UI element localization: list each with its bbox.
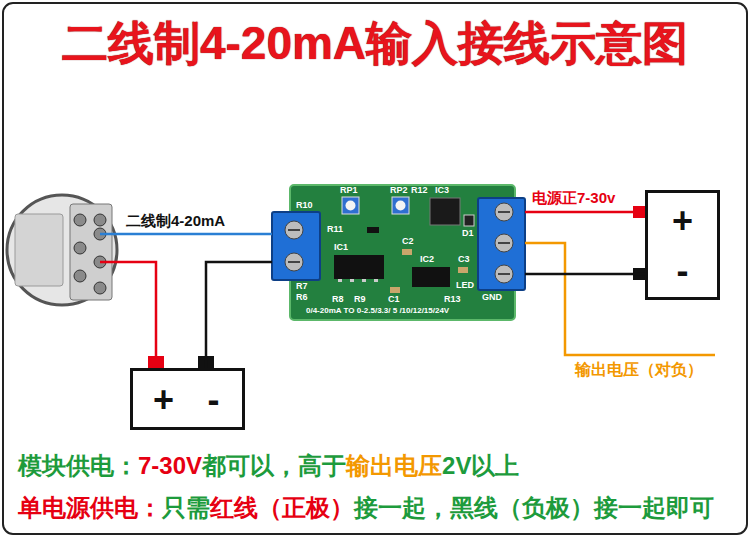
note-text: 2V以上 xyxy=(442,452,519,479)
ic-pin xyxy=(374,279,378,282)
screw-slot xyxy=(498,242,510,244)
note-text: 模块供电： xyxy=(18,452,138,479)
note-line: 单电源供电：只需红线（正极）接一起，黑线（负极）接一起即可 xyxy=(18,494,714,523)
silkscreen-ref: C1 xyxy=(388,295,400,304)
battery-positive-post xyxy=(148,356,164,368)
silkscreen-text: 0/4-20mA TO 0-2.5/3.3/ 5 /10/12/15/24V xyxy=(306,307,449,315)
screw-slot xyxy=(498,273,510,275)
silkscreen-ref: IC3 xyxy=(435,186,449,195)
wire-label: 二线制4-20mA xyxy=(126,212,225,229)
transmitter-housing xyxy=(7,195,117,305)
silkscreen-ref: R6 xyxy=(296,293,308,302)
potentiometer-knob xyxy=(396,201,406,211)
output-terminal-block xyxy=(478,198,525,290)
silkscreen-ref: RP1 xyxy=(340,186,358,195)
ic-chip xyxy=(334,255,384,279)
capacitor xyxy=(458,267,468,273)
screw-slot xyxy=(288,229,300,231)
ic-pin xyxy=(350,279,354,282)
silkscreen-ref: R13 xyxy=(444,295,461,304)
note-text: 单电源供电： xyxy=(18,494,162,521)
page-frame xyxy=(3,3,747,534)
minus-sign: - xyxy=(191,382,236,418)
signal-wire xyxy=(100,233,272,236)
potentiometer xyxy=(392,197,409,214)
plus-sign: + xyxy=(648,203,717,239)
wire-label: 电源正7-30v xyxy=(532,189,615,206)
input-terminal-block xyxy=(272,212,320,280)
minus-sign: - xyxy=(648,253,717,289)
screw xyxy=(74,242,86,254)
supply-negative-wire xyxy=(525,273,645,276)
plus-sign: + xyxy=(141,382,186,418)
converter-board-art xyxy=(272,185,525,320)
transmitter-head xyxy=(7,195,117,305)
supply-positive-wire xyxy=(525,211,645,214)
silkscreen-ref: IC1 xyxy=(334,243,348,252)
diode xyxy=(464,215,474,226)
screw xyxy=(94,282,106,294)
capacitor xyxy=(390,287,400,293)
screw xyxy=(285,253,303,271)
silkscreen-ref: R11 xyxy=(327,225,343,234)
note-text: 都可以，高于 xyxy=(202,452,346,479)
capacitor xyxy=(402,249,412,255)
silkscreen-ref: C2 xyxy=(402,237,414,246)
silkscreen-ref: R9 xyxy=(354,295,366,304)
silkscreen-ref: RP2 xyxy=(390,186,408,195)
output-label: 输出电压（对负） xyxy=(575,361,703,379)
silkscreen-ref: LED xyxy=(456,281,474,290)
screw xyxy=(94,214,106,226)
screw xyxy=(285,221,303,239)
positive-wire xyxy=(100,262,156,358)
screw xyxy=(495,203,513,221)
silkscreen-ref: GND xyxy=(482,293,502,302)
regulator-chip xyxy=(430,198,460,225)
note-text: 接一起，黑线（负极）接一起即可 xyxy=(354,494,714,521)
screw-slot xyxy=(288,261,300,263)
silkscreen-ref: R7 xyxy=(296,282,308,291)
screw xyxy=(74,270,86,282)
silkscreen-ref: R10 xyxy=(296,201,313,210)
screw-slot xyxy=(498,211,510,213)
transmitter-plate xyxy=(15,214,63,286)
diagram-title: 二线制4-20mA输入接线示意图 xyxy=(0,18,750,69)
screw xyxy=(74,214,86,226)
note-text: 输出电压 xyxy=(346,452,442,479)
ic-pin xyxy=(338,279,342,282)
note-line: 模块供电：7-30V都可以，高于输出电压2V以上 xyxy=(18,452,519,481)
battery-box: +- xyxy=(130,368,245,430)
note-text: 红线（正极） xyxy=(210,494,354,521)
ic-pin xyxy=(362,279,366,282)
ic-chip xyxy=(412,267,450,287)
silkscreen-ref: D1 xyxy=(462,229,474,238)
silkscreen-ref: R12 xyxy=(411,186,428,195)
note-text: 7-30V xyxy=(138,452,202,479)
note-text: 只需 xyxy=(162,494,210,521)
silkscreen-ref: R8 xyxy=(332,295,344,304)
terminal-strip xyxy=(70,204,112,300)
potentiometer-knob xyxy=(346,201,356,211)
silkscreen-ref: C3 xyxy=(458,255,470,264)
potentiometer xyxy=(342,197,359,214)
power-supply-box: +- xyxy=(645,190,720,300)
screw xyxy=(495,265,513,283)
return-wire xyxy=(206,262,272,368)
resistor xyxy=(367,227,379,233)
silkscreen-ref: IC2 xyxy=(420,255,434,264)
screw xyxy=(495,234,513,252)
